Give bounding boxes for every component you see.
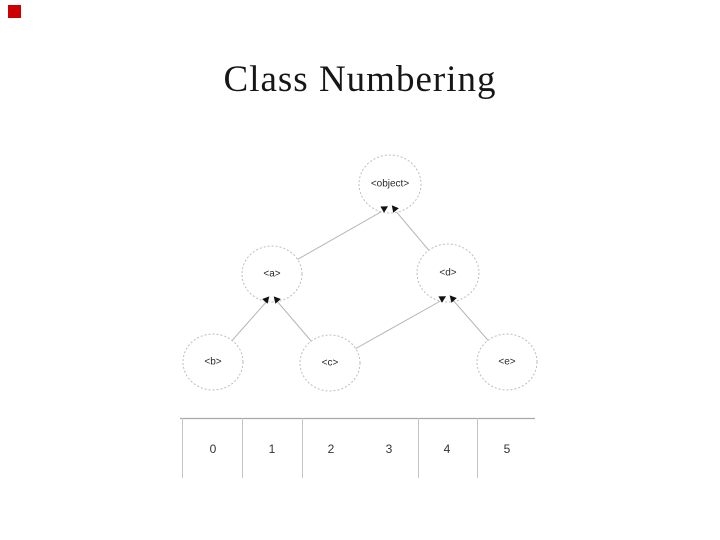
number-cell-5: 5 [503, 442, 511, 456]
arrowhead-b-to-a [262, 296, 270, 304]
node-circle-b [182, 333, 244, 391]
arrowhead-c-to-d [438, 296, 447, 303]
node-label-a: <a> [263, 268, 281, 280]
node-circle-c [299, 334, 361, 392]
node-label-b: <b> [204, 356, 222, 368]
node-label-e: <e> [498, 356, 516, 368]
number-cell-4: 4 [443, 442, 451, 456]
red-corner-marker [8, 5, 21, 18]
node-circle-object [358, 154, 422, 214]
number-cell-0: 0 [209, 442, 217, 456]
number-cell-1: 1 [268, 442, 276, 456]
number-cell-3: 3 [385, 442, 393, 456]
arrowhead-a-to-object [380, 206, 389, 213]
page-title: Class Numbering [223, 59, 497, 100]
node-circle-d [416, 243, 480, 303]
arrowhead-e-to-d [449, 295, 457, 303]
number-cell-2: 2 [327, 442, 335, 456]
node-circle-e [476, 333, 538, 391]
arrowhead-d-to-object [391, 205, 399, 213]
node-circle-a [241, 245, 303, 303]
node-label-d: <d> [439, 267, 457, 279]
node-label-object: <object> [370, 178, 410, 190]
arrowhead-c-to-a [273, 296, 281, 304]
node-label-c: <c> [321, 357, 339, 369]
